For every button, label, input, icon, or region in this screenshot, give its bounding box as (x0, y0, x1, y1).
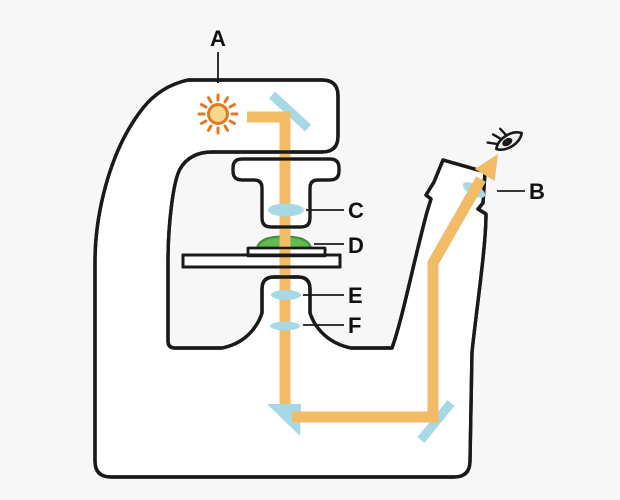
tube-lens (270, 321, 300, 331)
label-objective: E (348, 283, 363, 308)
label-condenser: C (348, 198, 364, 223)
condenser-holder-outline (231, 157, 341, 229)
beam-arrowhead (474, 154, 498, 181)
label-eyepiece: B (529, 179, 545, 204)
light-beam-exit (292, 176, 486, 423)
eye-icon (486, 127, 524, 151)
sun-icon (197, 93, 239, 135)
label-light-source: A (210, 26, 226, 51)
light-beam-vertical (247, 111, 291, 408)
condenser-lens (268, 203, 304, 217)
objective-lens (271, 290, 301, 300)
label-tube-lens: F (348, 313, 361, 338)
label-specimen: D (348, 233, 364, 258)
stage-outline (181, 253, 342, 269)
microscope-body-outline (93, 78, 488, 479)
